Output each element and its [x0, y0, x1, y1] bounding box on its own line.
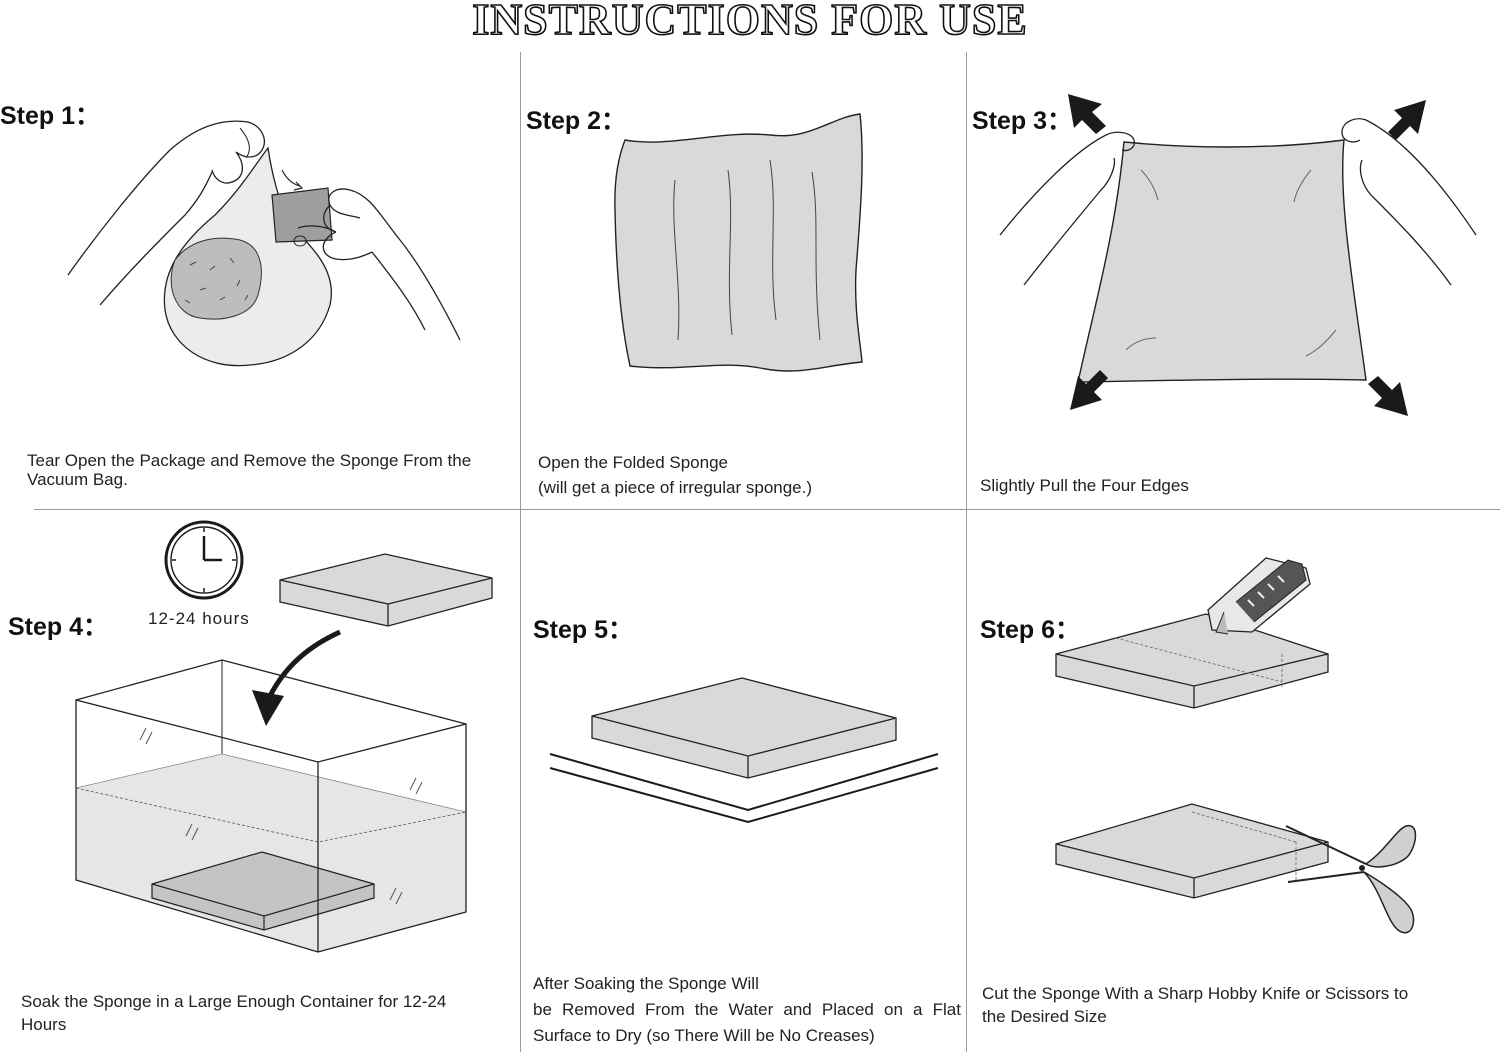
step-4-caption: Soak the Sponge in a Large Enough Contai…	[21, 992, 447, 1034]
drying-sponge-illustration	[549, 677, 939, 824]
step-5-label: Step 5：	[533, 616, 634, 644]
step-1-label: Step 1：	[0, 102, 101, 130]
divider-row	[34, 509, 1500, 510]
page-title: INSTRUCTIONS FOR USE	[471, 0, 1028, 45]
step-6-caption: Cut the Sponge With a Sharp Hobby Knife …	[982, 984, 1409, 1026]
scissors-cut-illustration	[1055, 803, 1417, 934]
tear-package-illustration	[67, 120, 461, 367]
soak-container-illustration	[75, 553, 493, 953]
knife-cut-illustration	[1055, 557, 1329, 709]
step-4-label: Step 4：	[8, 613, 109, 641]
step-3-label: Step 3：	[972, 107, 1073, 135]
step-5-caption: After Soaking the Sponge Will be Removed…	[533, 974, 961, 1045]
clock-icon	[164, 520, 244, 600]
step-3-caption: Slightly Pull the Four Edges	[980, 476, 1189, 495]
step-2-caption: Open the Folded Sponge (will get a piece…	[538, 453, 813, 497]
step-1-caption: Tear Open the Package and Remove the Spo…	[27, 451, 472, 489]
step-6-label: Step 6：	[980, 616, 1081, 644]
stretch-sponge-illustration	[999, 94, 1477, 416]
timer-label: 12-24 hours	[148, 609, 250, 628]
divider-col-1	[520, 52, 521, 1052]
step-2-label: Step 2：	[526, 107, 627, 135]
folded-sponge-illustration	[614, 113, 863, 372]
divider-col-2	[966, 52, 967, 1052]
